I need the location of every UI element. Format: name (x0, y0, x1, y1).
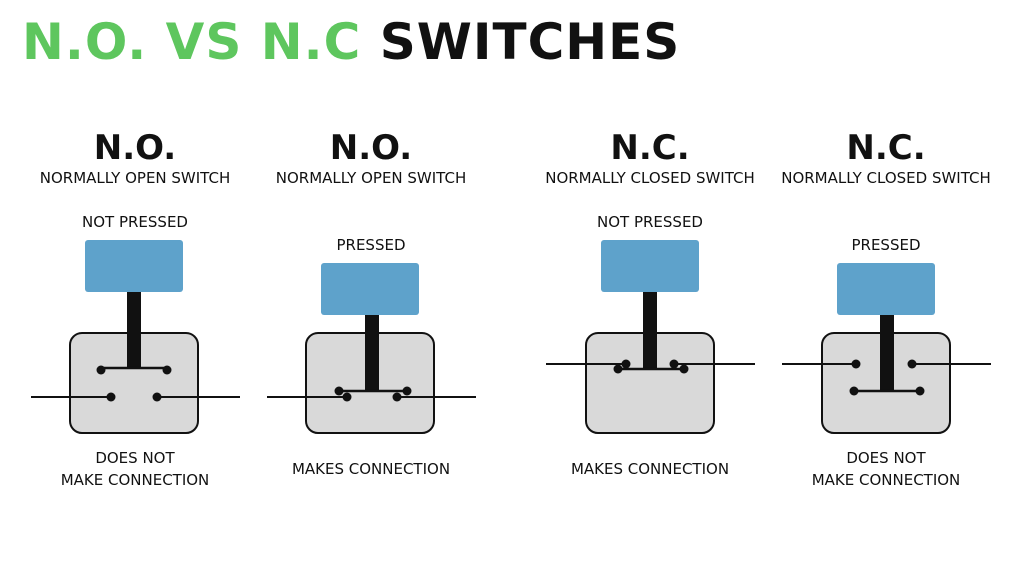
bridge-contact-right (402, 386, 412, 396)
switch-abbreviation: N.C. (846, 128, 926, 168)
bridge-contact-left (96, 365, 106, 375)
panel-nc-pressed: N.C. NORMALLY CLOSED SWITCH PRESSED DOES… (776, 0, 996, 576)
plunger (365, 315, 379, 391)
result-line-2: MAKE CONNECTION (60, 471, 210, 489)
bridge-contact-right (915, 386, 925, 396)
switch-diagram (267, 263, 476, 434)
result-label: MAKES CONNECTION (540, 458, 760, 480)
bridge-contact-left (849, 386, 859, 396)
terminal-left (342, 392, 352, 402)
result-line-1: MAKES CONNECTION (291, 460, 451, 478)
panel-no-pressed: N.O. NORMALLY OPEN SWITCH PRESSED MAKES … (261, 0, 481, 576)
switch-state-label: NOT PRESSED (597, 213, 703, 231)
push-button (601, 240, 699, 292)
page-title: N.O. VS N.C SWITCHES (22, 12, 680, 72)
terminal-left (106, 392, 116, 402)
switch-full-name: NORMALLY CLOSED SWITCH (781, 169, 991, 187)
terminal-left (621, 359, 631, 369)
switch-state-label: PRESSED (851, 236, 921, 254)
terminal-right (152, 392, 162, 402)
switch-full-name: NORMALLY OPEN SWITCH (275, 169, 467, 187)
plunger (880, 315, 894, 391)
switch-diagram (546, 240, 755, 434)
switch-full-name: NORMALLY CLOSED SWITCH (545, 169, 755, 187)
plunger-shaft (127, 310, 141, 368)
terminal-right (907, 359, 917, 369)
switch-diagram (782, 263, 991, 434)
title-rest: SWITCHES (379, 13, 681, 71)
terminal-right (669, 359, 679, 369)
result-label: DOES NOT MAKE CONNECTION (25, 447, 245, 491)
push-button (837, 263, 935, 315)
result-line-1: DOES NOT (846, 449, 926, 467)
bridge-contact-right (679, 364, 689, 374)
result-line-2: MAKE CONNECTION (811, 471, 961, 489)
switch-state-label: NOT PRESSED (82, 213, 188, 231)
panel-no-not-pressed: N.O. NORMALLY OPEN SWITCH NOT PRESSED DO… (25, 0, 245, 576)
push-button (321, 263, 419, 315)
switch-diagram (31, 240, 240, 434)
plunger (643, 292, 657, 368)
switch-abbreviation: N.C. (610, 128, 690, 168)
switch-full-name: NORMALLY OPEN SWITCH (39, 169, 231, 187)
terminal-left (851, 359, 861, 369)
result-label: DOES NOT MAKE CONNECTION (776, 447, 996, 491)
bridge-contact-right (162, 365, 172, 375)
panel-nc-not-pressed: N.C. NORMALLY CLOSED SWITCH NOT PRESSED … (540, 0, 760, 576)
result-label: MAKES CONNECTION (261, 458, 481, 480)
push-button (85, 240, 183, 292)
terminal-right (392, 392, 402, 402)
switch-abbreviation: N.O. (329, 128, 413, 168)
result-line-1: MAKES CONNECTION (570, 460, 730, 478)
bridge-contact-left (613, 364, 623, 374)
title-highlight: N.O. VS N.C (22, 13, 362, 71)
switch-state-label: PRESSED (336, 236, 406, 254)
result-line-1: DOES NOT (95, 449, 175, 467)
bridge-contact-left (334, 386, 344, 396)
switch-abbreviation: N.O. (93, 128, 177, 168)
